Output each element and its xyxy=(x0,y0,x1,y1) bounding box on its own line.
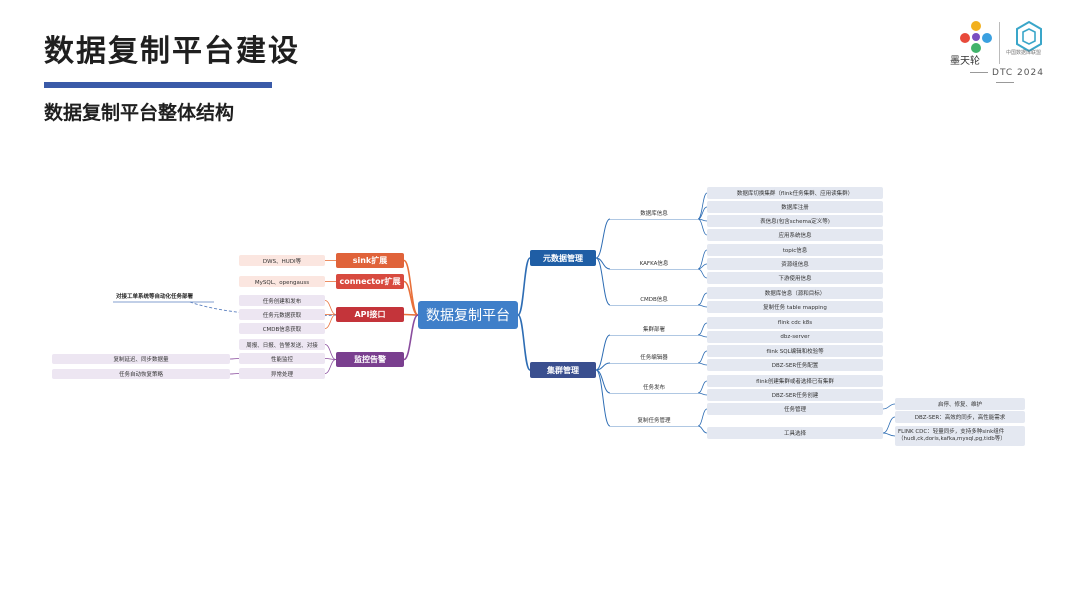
leaf-node: 复制延迟、同步数据量 xyxy=(52,354,230,364)
sub-connector xyxy=(595,334,611,371)
branch-sink: sink扩展 xyxy=(336,253,404,268)
leaf-connector xyxy=(229,373,240,375)
branch-connector xyxy=(403,259,419,316)
sub-connector xyxy=(595,218,611,259)
brand-name: 墨天轮 xyxy=(950,56,980,67)
sub-node: KAFKA信息 xyxy=(610,257,698,269)
brand-logos xyxy=(950,16,1060,82)
leaf-node: 工具选择 xyxy=(707,427,883,439)
branch-connector xyxy=(403,313,419,316)
sub-connector xyxy=(595,369,611,427)
leaf-node: 资源组信息 xyxy=(707,258,883,270)
leaf-connector xyxy=(697,268,708,279)
leaf-node: topic信息 xyxy=(707,244,883,256)
sub-node: 复制任务管理 xyxy=(610,414,698,426)
leaf-connector xyxy=(324,300,337,315)
leaf-node: DBZ-SER任务创建 xyxy=(707,389,883,401)
leaf-node: dbz-server xyxy=(707,331,883,343)
leaf-connector xyxy=(697,425,708,434)
leaf-connector xyxy=(882,432,896,437)
leaf-node: 应用系统信息 xyxy=(707,229,883,241)
leaf-connector xyxy=(697,218,708,236)
branch-connector xyxy=(517,314,531,371)
leaf-connector xyxy=(697,292,708,306)
leaf-connector xyxy=(882,403,896,410)
sub-connector xyxy=(595,257,611,306)
leaf-node: 数据库信息（源和目标） xyxy=(707,287,883,299)
leaf-node: flink SQL编辑和校验等 xyxy=(707,345,883,357)
event-label: DTC 2024 xyxy=(955,68,1055,88)
sub-node: 集群部署 xyxy=(610,323,698,335)
sub-node: 任务编辑器 xyxy=(610,351,698,363)
leaf-connector xyxy=(697,304,708,308)
leaf-node: 复制任务 table mapping xyxy=(707,301,883,313)
leaf-connector xyxy=(697,392,708,396)
page-title: 数据复制平台建设 xyxy=(44,34,300,69)
leaf-connector xyxy=(697,362,708,366)
leaf-node: 任务元数据获取 xyxy=(239,309,325,320)
page-subtitle: 数据复制平台整体结构 xyxy=(44,102,235,124)
leaf-node: 任务自动恢复策略 xyxy=(52,369,230,379)
leaf-connector xyxy=(697,322,708,336)
db-alliance-logo-icon xyxy=(1016,20,1042,53)
leaf-node: 下游使用信息 xyxy=(707,272,883,284)
root-node: 数据复制平台 xyxy=(418,301,518,329)
leaf-detail-node: 启停、修复、维护 xyxy=(895,398,1025,410)
sub-connector xyxy=(324,344,337,360)
branch-connector xyxy=(403,280,419,316)
leaf-node: 表信息(包含schema定义等) xyxy=(707,215,883,227)
leaf-node: flink cdc k8s xyxy=(707,317,883,329)
leaf-node: 任务创建和发布 xyxy=(239,295,325,306)
leaf-connector xyxy=(697,249,708,270)
brand-divider xyxy=(999,22,1000,64)
leaf-node: MySQL、opengauss xyxy=(239,276,325,287)
sub-node: 数据库信息 xyxy=(610,207,698,219)
sub-connector xyxy=(324,359,337,374)
leaf-node: 数据库注册 xyxy=(707,201,883,213)
sub-node: 周报、日报、告警发送、对接 xyxy=(239,339,325,350)
leaf-node: flink创建集群或者选择已有集群 xyxy=(707,375,883,387)
leaf-connector xyxy=(697,334,708,338)
leaf-connector xyxy=(697,350,708,364)
sub-node: CMDB信息 xyxy=(610,293,698,305)
leaf-node: DBZ-SER任务配置 xyxy=(707,359,883,371)
leaf-node: CMDB信息获取 xyxy=(239,323,325,334)
leaf-connector xyxy=(697,408,708,427)
branch-connector-ext: connector扩展 xyxy=(336,274,404,289)
branch-monitor: 监控告警 xyxy=(336,352,404,367)
branch-cluster: 集群管理 xyxy=(530,362,596,378)
leaf-detail-node: FLINK CDC：轻量同步，支持多种sink组件（hudi,ck,doris,… xyxy=(895,426,1025,446)
title-underline xyxy=(44,82,272,88)
sub-node: 性能监控 xyxy=(239,353,325,364)
branch-meta: 元数据管理 xyxy=(530,250,596,266)
sub-connector xyxy=(595,362,611,371)
branch-connector xyxy=(403,314,419,361)
branch-connector xyxy=(517,257,531,316)
sub-node: 任务发布 xyxy=(610,381,698,393)
annotation-pointer xyxy=(189,301,356,317)
leaf-node: DWS、HUDI等 xyxy=(239,255,325,266)
leaf-node: 数据库切换集群（flink任务集群、应用读集群） xyxy=(707,187,883,199)
motianlun-logo-icon xyxy=(960,21,992,53)
leaf-connector xyxy=(324,314,337,329)
annotation-note: 对接工单系统等自动化任务部署 xyxy=(116,294,194,300)
leaf-connector xyxy=(697,380,708,394)
leaf-node: 任务管理 xyxy=(707,403,883,415)
sub-node: 异常处理 xyxy=(239,368,325,379)
leaf-detail-node: DBZ-SER：高效的同步，高性能需求 xyxy=(895,411,1025,423)
partner-name: 中国数据库联盟 xyxy=(1006,50,1042,56)
branch-api: API接口 xyxy=(336,307,404,322)
leaf-connector xyxy=(229,358,240,360)
leaf-connector xyxy=(882,416,896,434)
leaf-connector xyxy=(697,192,708,220)
